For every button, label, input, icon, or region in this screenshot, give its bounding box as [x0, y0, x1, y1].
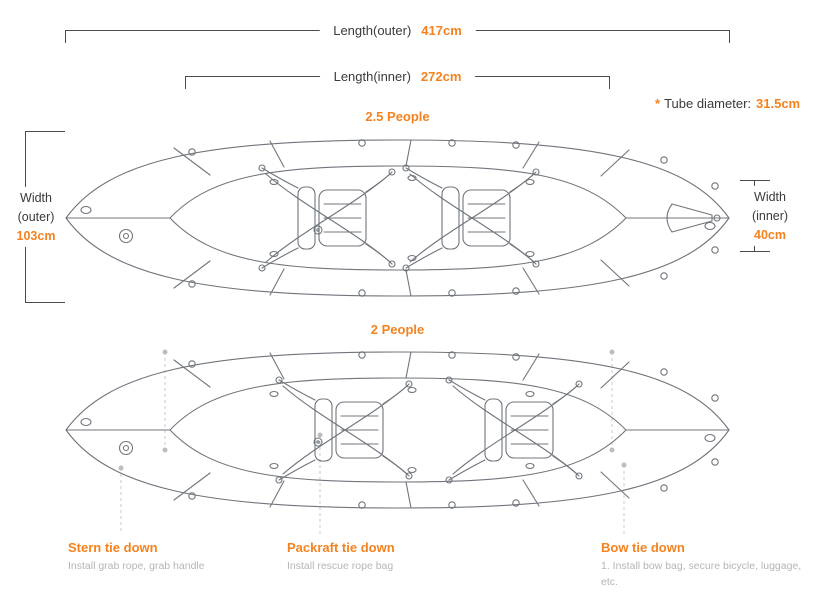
length-inner-label: Length(inner) 272cm [319, 69, 476, 85]
tube-diameter-label: Tube diameter: [664, 96, 752, 111]
width-outer-text-2: (outer) [17, 209, 55, 224]
seat-rear [402, 164, 540, 272]
dimension-width-outer: Width (outer) 103cm [5, 131, 67, 303]
length-inner-text: Length(inner) [333, 69, 411, 84]
note-stern-tie-down: Stern tie down Install grab rope, grab h… [68, 540, 205, 574]
width-inner-text-1: Width [754, 189, 786, 204]
tube-diameter-value: 31.5cm [756, 96, 801, 111]
dimension-tick [740, 180, 770, 181]
length-inner-value: 272cm [420, 69, 462, 84]
dimension-tick [729, 30, 730, 43]
width-outer-value: 103cm [16, 228, 56, 243]
asterisk-mark: * [655, 96, 661, 111]
note-title: Packraft tie down [287, 540, 395, 555]
width-outer-text-1: Width [20, 190, 52, 205]
kayak-diagram-2-people [65, 351, 730, 509]
length-outer-value: 417cm [421, 23, 462, 38]
kayak-diagram-2-5-people [65, 139, 730, 297]
tube-diameter-note: *Tube diameter: 31.5cm [655, 96, 800, 111]
dimension-tick [65, 30, 66, 43]
note-line: Install rescue rope bag [287, 560, 394, 572]
note-title: Stern tie down [68, 540, 158, 555]
note-bow-tie-down: Bow tie down 1. Install bow bag, secure … [601, 540, 821, 593]
note-line: Install grab rope, grab handle [68, 560, 205, 572]
dimension-width-inner: Width (inner) 40cm [740, 180, 800, 252]
dimension-tick [25, 131, 65, 132]
dimension-length-outer: Length(outer) 417cm [65, 23, 730, 43]
length-outer-label: Length(outer) 417cm [319, 23, 476, 39]
width-outer-label: Width (outer) 103cm [5, 186, 67, 248]
note-title: Bow tie down [601, 540, 685, 555]
width-inner-text-2: (inner) [751, 208, 789, 223]
hull [65, 139, 730, 297]
hull [65, 351, 730, 509]
caption-2-people: 2 People [370, 322, 425, 337]
note-packraft-tie-down: Packraft tie down Install rescue rope ba… [287, 540, 395, 574]
dimension-tick [740, 251, 770, 252]
width-inner-value: 40cm [754, 227, 786, 242]
dimension-tick [609, 76, 610, 89]
caption-2-5-people: 2.5 People [365, 109, 430, 124]
note-line: 1. Install bow bag, secure bicycle, lugg… [601, 560, 802, 589]
dimension-tick [185, 76, 186, 89]
dimension-tick [25, 302, 65, 303]
seat-front [275, 376, 413, 484]
dimension-length-inner: Length(inner) 272cm [185, 69, 610, 89]
width-inner-label: Width (inner) 40cm [740, 185, 800, 247]
seat-front [258, 164, 396, 272]
length-outer-text: Length(outer) [333, 23, 412, 38]
